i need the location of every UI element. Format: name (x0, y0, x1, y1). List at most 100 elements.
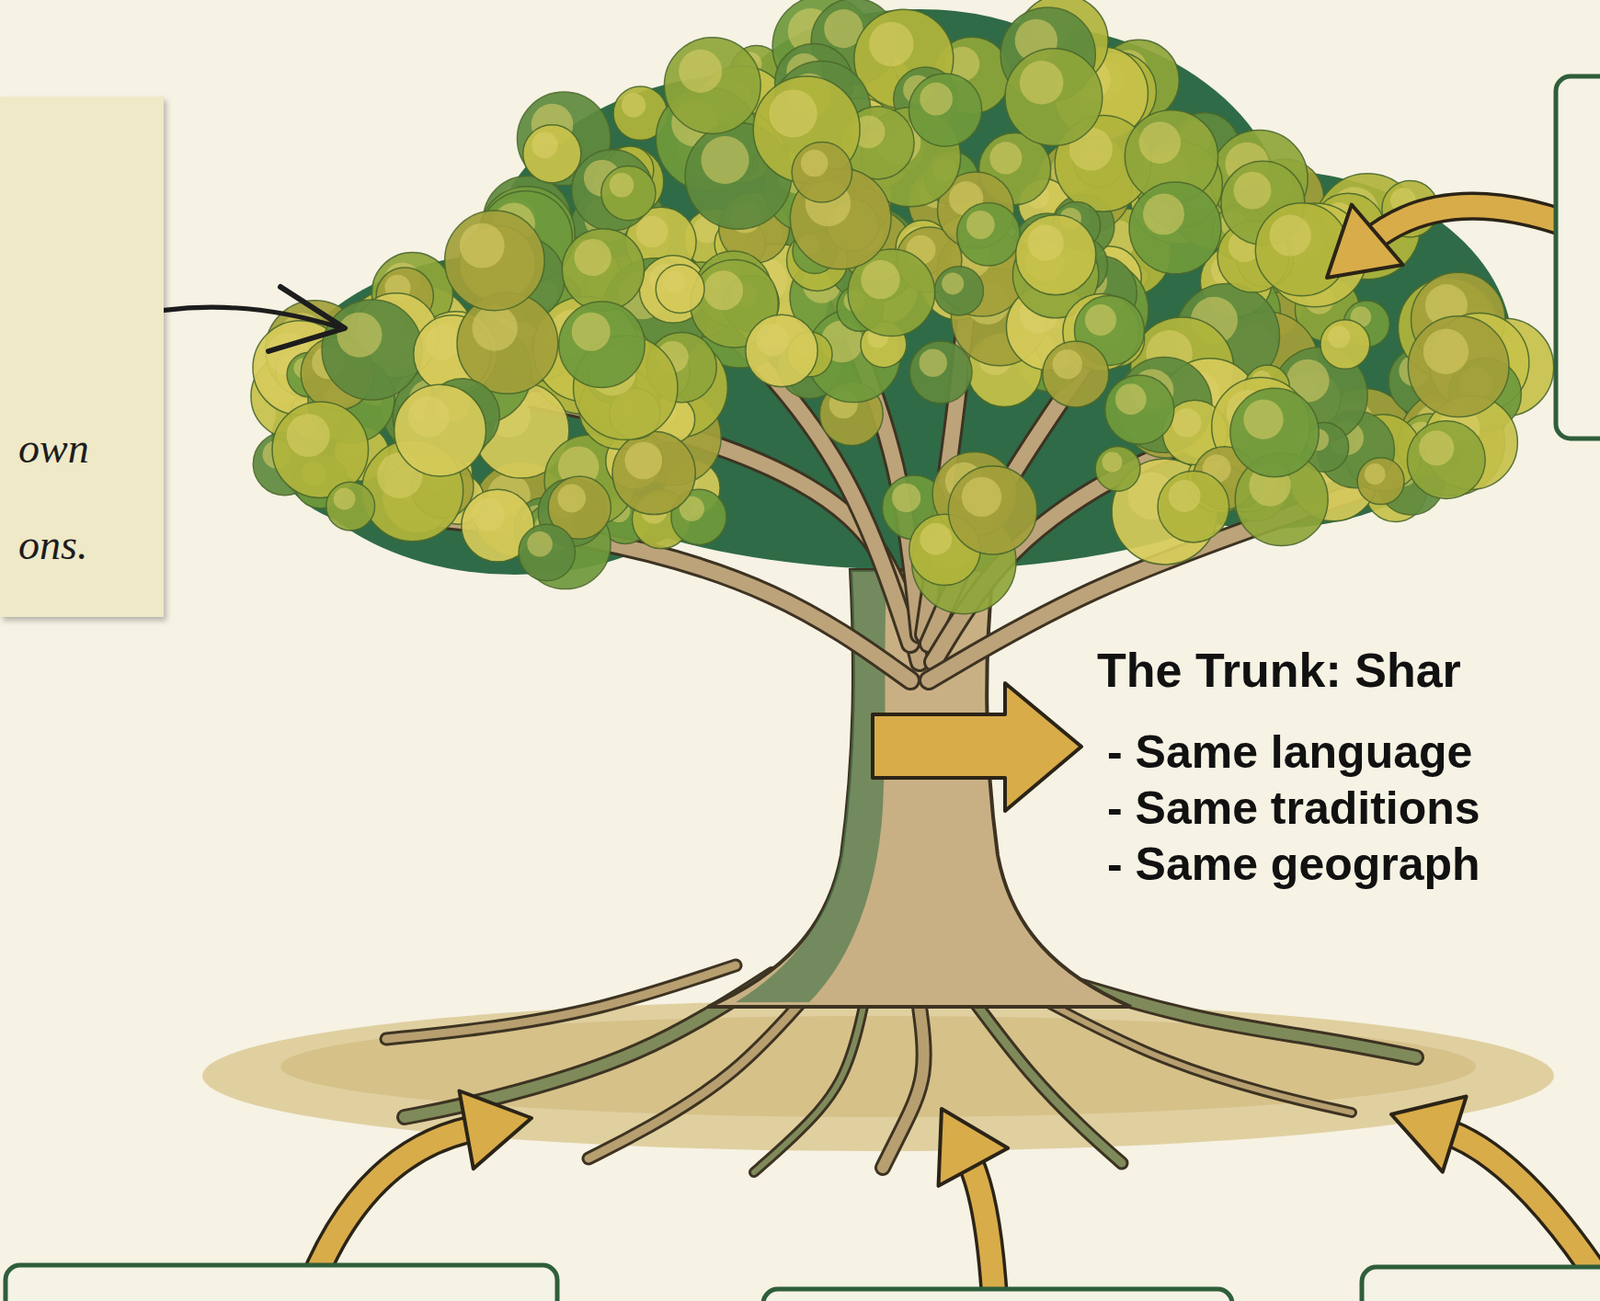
leaf-highlight (961, 477, 1002, 517)
leaf-highlight (700, 136, 749, 184)
leaf-clump (523, 125, 582, 183)
leaf-highlight (1268, 214, 1311, 256)
leaf-highlight (1115, 383, 1147, 415)
leaf-highlight (1234, 171, 1272, 210)
ground (202, 1000, 1555, 1152)
leaf-highlight (571, 312, 611, 352)
sticky-note: own ons. (0, 96, 164, 618)
arrow-outline (966, 1155, 995, 1301)
root-outline (1057, 979, 1417, 1058)
leaf-clump (559, 301, 645, 388)
leaf-highlight (1085, 304, 1117, 336)
leaf-clump (948, 466, 1037, 555)
leaf-highlight (424, 324, 460, 360)
callout-box (5, 1265, 558, 1301)
leaf-highlight (1139, 121, 1182, 164)
leaf-clump (321, 299, 423, 400)
leaf-clump (1406, 421, 1486, 500)
canopy-shade (1025, 170, 1513, 529)
arrow-head (458, 1090, 532, 1169)
leaf-clump (934, 266, 983, 316)
leaf-highlight (1327, 325, 1350, 348)
leaf-highlight (286, 413, 331, 458)
leaf-highlight (459, 223, 505, 269)
leaf-clump (1255, 203, 1349, 297)
root (754, 1002, 865, 1173)
leaf-highlight (756, 323, 789, 356)
arrow-shaft (1441, 1130, 1600, 1288)
leaf-clump (663, 37, 761, 135)
leaf-clump (601, 166, 656, 221)
leaf-clump (1157, 470, 1230, 543)
leaf-highlight (531, 132, 558, 159)
leaf-highlight (1019, 60, 1064, 105)
callout-box (1361, 1267, 1600, 1301)
leaf-clump (561, 228, 644, 311)
leaf-highlight (624, 442, 663, 480)
leaf-clump (1042, 341, 1109, 408)
arrow-outline (1441, 1130, 1600, 1288)
root-outline (588, 993, 810, 1159)
leaf-highlight (609, 172, 635, 198)
leaf-clump (1320, 320, 1371, 370)
leaf-clump (1357, 457, 1405, 505)
arrow-head (938, 1108, 1009, 1187)
leaf-clump (394, 384, 487, 477)
leaf-highlight (703, 270, 743, 310)
leaf-highlight (800, 149, 828, 177)
leaf-highlight (1101, 452, 1122, 473)
note-arrow-head (268, 286, 345, 352)
list-item: - Same geograph (1107, 838, 1481, 892)
leaf-highlight (1243, 399, 1283, 439)
leaf-highlight (1172, 408, 1202, 438)
root-outline (754, 1002, 865, 1173)
leaf-clump (1016, 215, 1097, 296)
root (882, 1006, 925, 1168)
leaf-highlight (1418, 430, 1454, 466)
list-item: - Same traditions (1107, 782, 1481, 836)
list-item: - Same language (1107, 726, 1473, 780)
leaf-highlight (941, 272, 964, 295)
leaf-highlight (989, 141, 1022, 174)
leaf-clump (655, 264, 705, 314)
leaf-clump (1407, 316, 1509, 418)
leaf-highlight (408, 396, 450, 438)
leaf-clump (1095, 445, 1141, 492)
note-text: own ons. (18, 400, 164, 594)
leaf-clump (326, 481, 376, 531)
leaf-highlight (1142, 193, 1185, 235)
leaf-highlight (557, 484, 586, 514)
leaf-highlight (1028, 225, 1064, 262)
leaf-clump (445, 210, 546, 311)
leaf-highlight (574, 239, 612, 276)
callout-box (1555, 76, 1600, 439)
leaf-highlight (678, 49, 722, 93)
trunk-arrow (872, 683, 1082, 812)
leaf-highlight (1052, 349, 1083, 379)
leaf-highlight (1168, 480, 1201, 513)
root-outline (386, 965, 736, 1040)
leaf-highlight (891, 483, 921, 513)
root (1057, 979, 1417, 1058)
arrow-shaft (966, 1155, 995, 1301)
leaf-highlight (868, 22, 915, 68)
leaf-highlight (333, 488, 356, 511)
leaf-clump (1105, 375, 1175, 445)
leaf-clump (745, 314, 818, 387)
leaf-highlight (471, 305, 517, 351)
section-heading: The Trunk: Shar (1097, 643, 1462, 699)
root-outline (882, 1006, 925, 1168)
trunk-shade (735, 570, 888, 1003)
callout-box (763, 1289, 1233, 1301)
leaf-clump (518, 524, 575, 581)
leaf-clump (1005, 48, 1103, 147)
leaf-clump (909, 341, 972, 404)
leaf-clump (612, 431, 696, 515)
leaf-highlight (662, 270, 686, 293)
root (588, 993, 810, 1159)
leaf-clump (1129, 182, 1222, 275)
leaf-highlight (636, 216, 669, 249)
leaf-highlight (472, 498, 505, 531)
leaf-highlight (336, 312, 382, 358)
leaf-highlight (919, 82, 953, 116)
